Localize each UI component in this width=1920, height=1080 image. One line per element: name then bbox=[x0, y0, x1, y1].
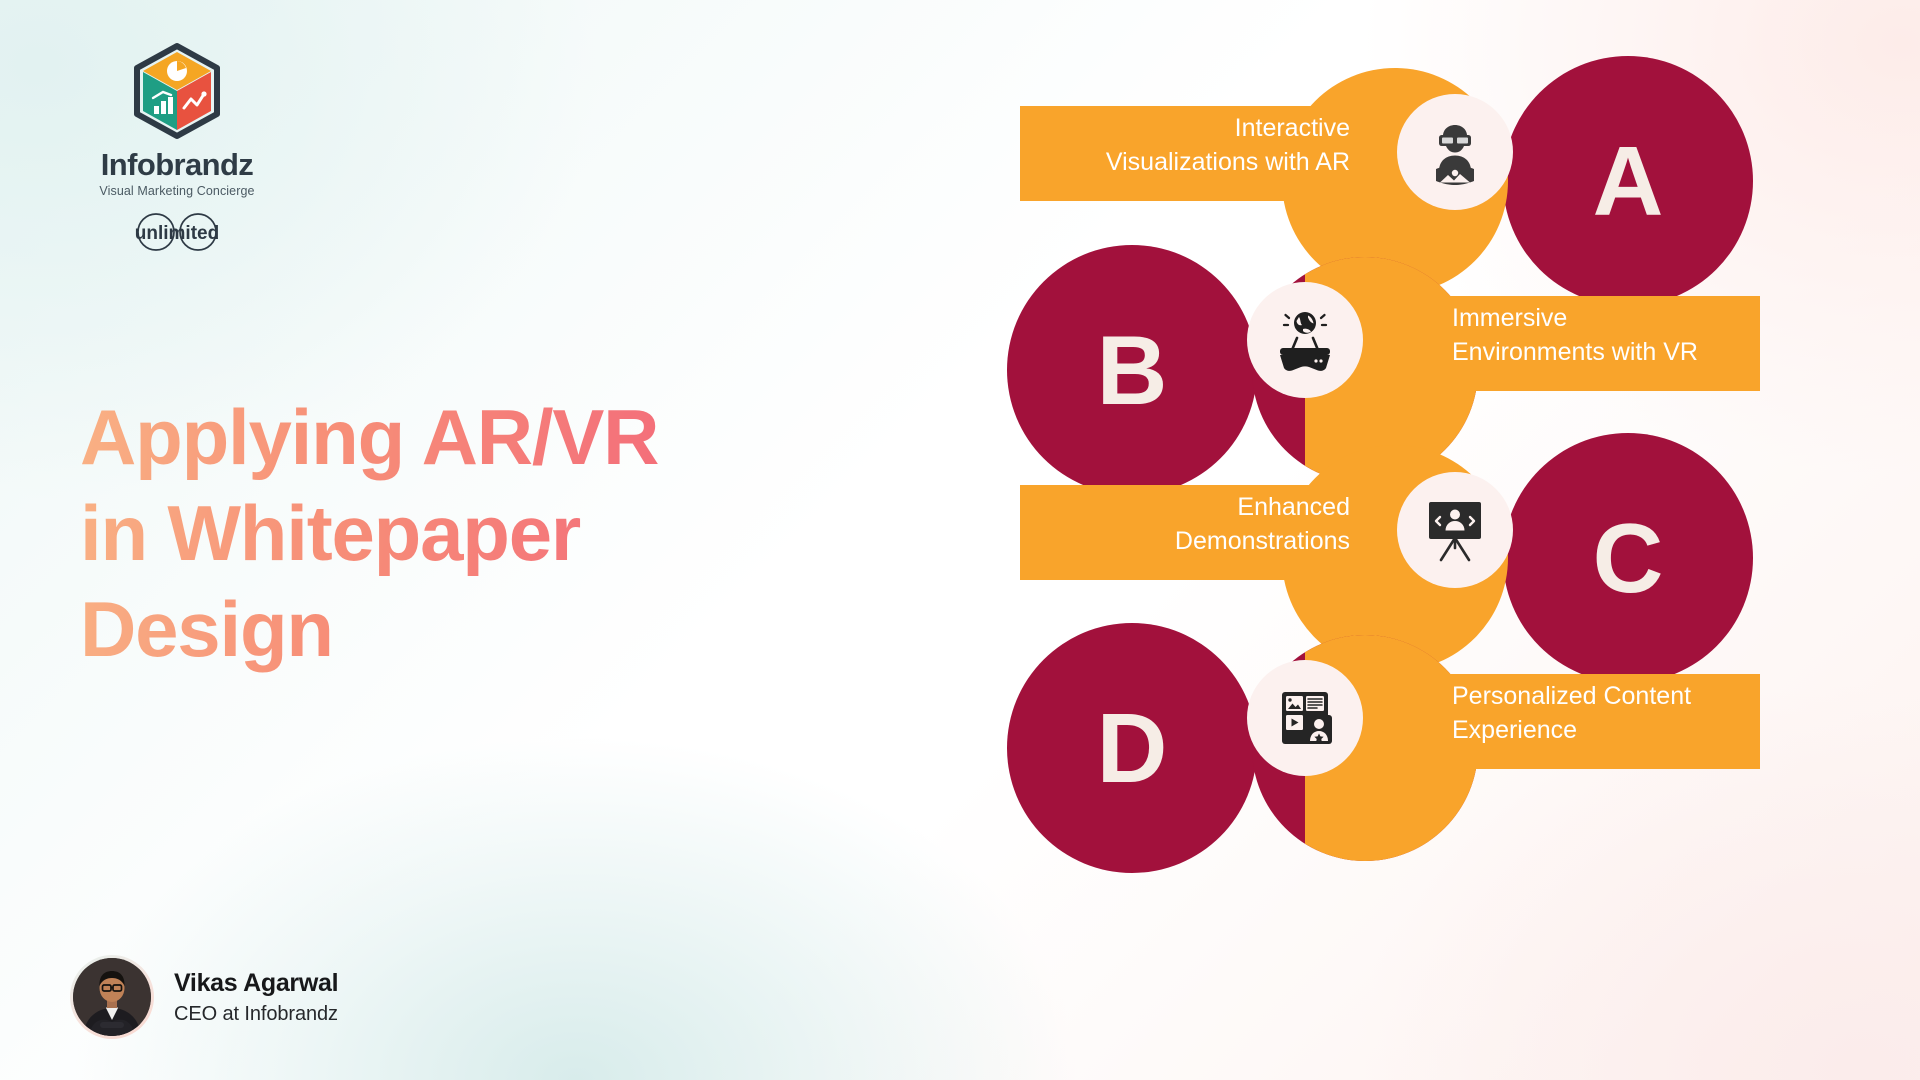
step-c-label-bar bbox=[1020, 485, 1400, 580]
step-row-b: B Immersive Environments with VR bbox=[1007, 245, 1760, 495]
page-title: Applying AR/VR in Whitepaper Design bbox=[80, 390, 940, 678]
step-row-b-hit[interactable] bbox=[1000, 245, 1760, 465]
step-row-c: C Enhanced Demonstrations bbox=[1020, 433, 1753, 683]
step-c-label-line-1: Enhanced bbox=[1237, 493, 1350, 521]
step-a-letter-circle bbox=[1503, 56, 1753, 306]
step-b-letter-circle bbox=[1007, 245, 1257, 495]
step-row-d: D Personalized Content Experience bbox=[1007, 623, 1760, 873]
author-role: CEO at Infobrandz bbox=[174, 1002, 338, 1025]
brand-wordmark: Infobrandz bbox=[100, 147, 254, 182]
step-d-letter-circle bbox=[1007, 623, 1257, 873]
infobrandz-cube-icon bbox=[62, 42, 292, 145]
step-row-c-hit[interactable] bbox=[1000, 433, 1760, 653]
author-text: Vikas Agarwal CEO at Infobrandz bbox=[174, 968, 339, 1026]
step-b-label-line-2: Environments with VR bbox=[1452, 338, 1698, 366]
step-d-letter: D bbox=[1097, 693, 1168, 803]
unlimited-label: unlimited bbox=[135, 223, 219, 244]
infographic-process-steps: A Interactive Visualizations with AR B bbox=[1000, 48, 1760, 1058]
brand-logo-block: Infobrandz Visual Marketing Concierge un… bbox=[62, 42, 292, 261]
step-row-d-hit[interactable] bbox=[1000, 623, 1760, 843]
step-c-letter-circle bbox=[1503, 433, 1753, 683]
step-b-label-bar bbox=[1408, 296, 1760, 391]
step-c-letter: C bbox=[1593, 503, 1664, 613]
step-b-letter: B bbox=[1097, 315, 1168, 425]
step-a-label-bar bbox=[1020, 106, 1400, 201]
step-row-a-hit[interactable] bbox=[1000, 56, 1760, 276]
step-d-label-line-2: Experience bbox=[1452, 716, 1577, 744]
step-d-label-line-1: Personalized Content bbox=[1452, 682, 1691, 710]
step-b-label-line-1: Immersive bbox=[1452, 304, 1567, 332]
step-c-label-line-2: Demonstrations bbox=[1175, 527, 1350, 555]
step-a-label-line-2: Visualizations with AR bbox=[1106, 148, 1350, 176]
unlimited-sub-logo: unlimited bbox=[62, 208, 292, 261]
author-block: Vikas Agarwal CEO at Infobrandz bbox=[70, 955, 339, 1039]
step-d-label-bar bbox=[1408, 674, 1760, 769]
avatar bbox=[73, 958, 151, 1036]
step-row-a: A Interactive Visualizations with AR bbox=[1020, 56, 1753, 306]
step-b-icon-circle bbox=[1247, 282, 1363, 398]
step-a-label-line-1: Interactive bbox=[1235, 114, 1350, 142]
brand-tagline: Visual Marketing Concierge bbox=[99, 184, 255, 198]
step-a-letter: A bbox=[1593, 126, 1664, 236]
avatar-ring bbox=[70, 955, 154, 1039]
author-name: Vikas Agarwal bbox=[174, 968, 339, 997]
